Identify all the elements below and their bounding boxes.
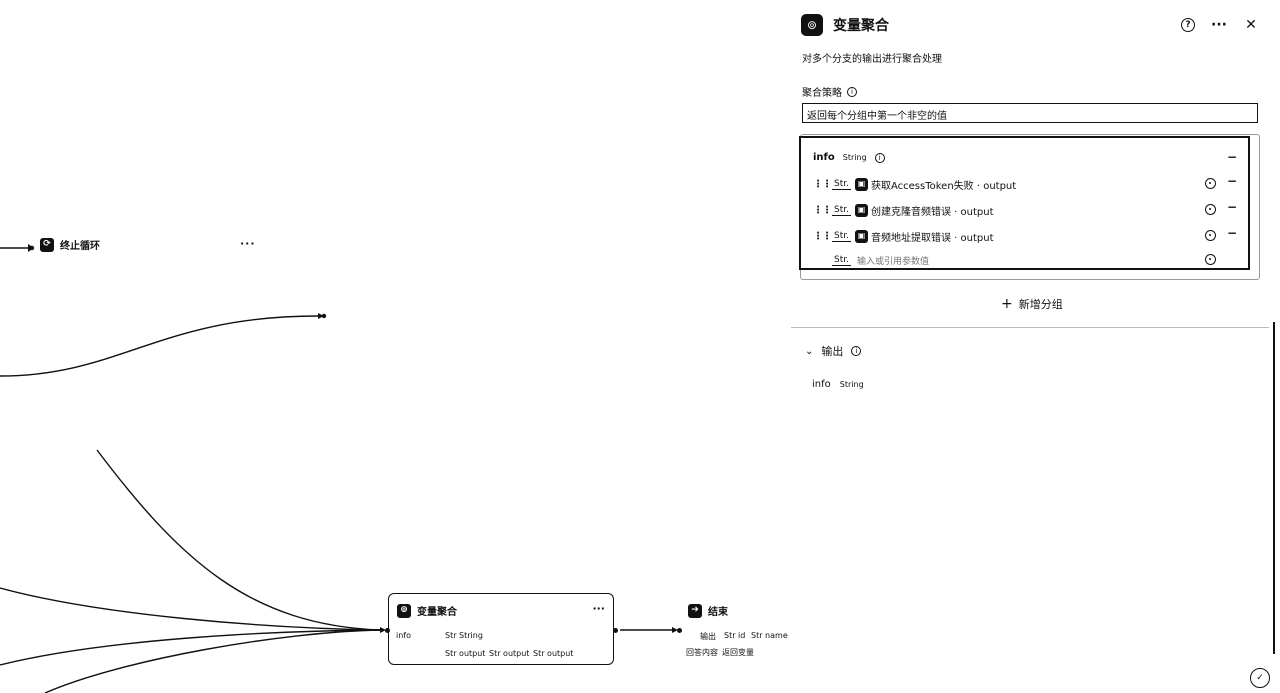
drag-handle-icon[interactable]: ⋮⋮ <box>813 178 832 190</box>
close-icon[interactable]: ✕ <box>1245 17 1257 33</box>
divider <box>791 327 1269 328</box>
group-var-row: ⋮⋮ Str. ▣ 音频地址提取错误 · output <box>813 227 994 245</box>
add-group-button[interactable]: + 新增分组 <box>1001 296 1063 312</box>
output-var-row: info String <box>812 379 864 390</box>
node-ref-icon: ▣ <box>854 177 868 191</box>
node-ref-icon: ▣ <box>854 203 868 217</box>
strategy-label-text: 聚合策略 <box>802 88 842 99</box>
info-icon[interactable]: i <box>847 86 857 97</box>
add-group-label: 新增分组 <box>1018 298 1063 311</box>
workflow-canvas[interactable]: ⟳ 终止循环 ··· ⊚ 变量聚合 ··· info Str String St… <box>0 0 790 693</box>
group-var-row: ⋮⋮ Str. ▣ 创建克隆音频错误 · output <box>813 201 994 219</box>
variable-select-icon[interactable] <box>1205 230 1216 241</box>
aggregator-node-ref-1: Str output <box>445 649 486 658</box>
group-new-var-row: Str. 输入或引用参数值 <box>823 251 929 269</box>
info-icon[interactable]: i <box>851 346 862 356</box>
strategy-select[interactable]: 返回每个分组中第一个非空的值 <box>802 103 1258 123</box>
aggregator-node-more-button[interactable]: ··· <box>592 602 605 615</box>
strategy-label: 聚合策略 i <box>802 84 857 99</box>
end-node-answer-prefix: 回答内容 <box>686 648 718 657</box>
var-reference[interactable]: ▣ 获取AccessToken失败 · output <box>854 177 1017 192</box>
end-node-output-prefix: 输出 <box>700 632 716 641</box>
node-settings-panel: ⊚ 变量聚合 ? ··· ✕ 对多个分支的输出进行聚合处理 聚合策略 i 返回每… <box>791 0 1280 693</box>
var-reference-text: 音频地址提取错误 · output <box>870 232 994 244</box>
aggregator-node-title: ⊚ 变量聚合 <box>397 603 457 618</box>
output-section-header[interactable]: ⌄ 输出 i <box>805 343 862 359</box>
end-node-label: 结束 <box>708 607 728 618</box>
group-type[interactable]: String <box>842 153 867 162</box>
end-input-port[interactable] <box>677 628 682 633</box>
drag-handle-icon[interactable]: ⋮⋮ <box>813 204 832 216</box>
var-input-placeholder[interactable]: 输入或引用参数值 <box>856 256 929 267</box>
loop-node-label: 终止循环 <box>60 241 100 252</box>
aggregator-input-port[interactable] <box>385 628 390 633</box>
end-node-var-id: Str id <box>724 631 746 640</box>
variable-aggregator-icon: ⊚ <box>801 14 823 36</box>
remove-var-button[interactable]: − <box>1227 200 1238 214</box>
scrollbar[interactable] <box>1273 322 1275 654</box>
loop-node-more-button[interactable]: ··· <box>240 237 256 250</box>
panel-description: 对多个分支的输出进行聚合处理 <box>802 54 942 65</box>
assistant-icon[interactable]: ✓ <box>1250 668 1270 688</box>
group-name[interactable]: info <box>813 152 835 163</box>
aggregation-group[interactable]: info String i − ⋮⋮ Str. ▣ 获取AccessToken失… <box>799 136 1250 270</box>
aggregator-node-label: 变量聚合 <box>417 607 457 618</box>
node-ref-icon: ▣ <box>854 229 868 243</box>
variable-select-icon[interactable] <box>1205 254 1216 265</box>
var-type-tag: Str. <box>832 204 851 216</box>
output-var-name: info <box>812 379 831 390</box>
var-type-tag: Str. <box>832 178 851 190</box>
more-options-button[interactable]: ··· <box>1211 17 1227 33</box>
loop-node-icon: ⟳ <box>40 237 54 252</box>
aggregator-node-var-type: Str String <box>445 631 483 640</box>
var-reference-text: 创建克隆音频错误 · output <box>870 206 994 218</box>
output-title: 输出 <box>821 345 844 358</box>
plus-icon: + <box>1001 296 1013 312</box>
end-node-var-name: Str name <box>751 631 788 640</box>
var-reference[interactable]: ▣ 音频地址提取错误 · output <box>854 229 994 244</box>
var-type-tag: Str. <box>832 230 851 242</box>
group-header: info String i <box>813 152 885 163</box>
aggregator-output-port[interactable] <box>613 628 618 633</box>
variable-select-icon[interactable] <box>1205 178 1216 189</box>
var-reference[interactable]: ▣ 创建克隆音频错误 · output <box>854 203 994 218</box>
panel-title[interactable]: 变量聚合 <box>833 18 889 34</box>
edges <box>0 244 678 693</box>
group-var-row: ⋮⋮ Str. ▣ 获取AccessToken失败 · output <box>813 175 1016 193</box>
aggregator-node-ref-3: Str output <box>533 649 574 658</box>
remove-var-button[interactable]: − <box>1227 174 1238 188</box>
end-node-mode: 返回变量 <box>722 648 754 657</box>
end-node-icon: ➔ <box>688 603 702 618</box>
aggregator-node[interactable]: ⊚ 变量聚合 ··· info Str String Str output St… <box>388 593 614 665</box>
aggregator-node-icon: ⊚ <box>397 603 411 618</box>
loop-node-title[interactable]: ⟳ 终止循环 <box>40 237 100 252</box>
remove-var-button[interactable]: − <box>1227 226 1238 240</box>
panel-header: ⊚ 变量聚合 <box>801 14 889 36</box>
var-type-tag: Str. <box>832 254 851 266</box>
chevron-down-icon: ⌄ <box>805 345 814 357</box>
aggregator-node-ref-2: Str output <box>489 649 530 658</box>
end-node-title[interactable]: ➔ 结束 <box>688 603 728 618</box>
remove-group-button[interactable]: − <box>1227 150 1238 164</box>
output-var-type: String <box>839 380 864 389</box>
help-icon[interactable]: ? <box>1177 14 1199 36</box>
variable-select-icon[interactable] <box>1205 204 1216 215</box>
info-icon[interactable]: i <box>874 152 885 163</box>
drag-handle-icon[interactable]: ⋮⋮ <box>813 230 832 242</box>
aggregator-node-var-name: info <box>396 631 412 640</box>
var-reference-text: 获取AccessToken失败 · output <box>870 180 1017 192</box>
